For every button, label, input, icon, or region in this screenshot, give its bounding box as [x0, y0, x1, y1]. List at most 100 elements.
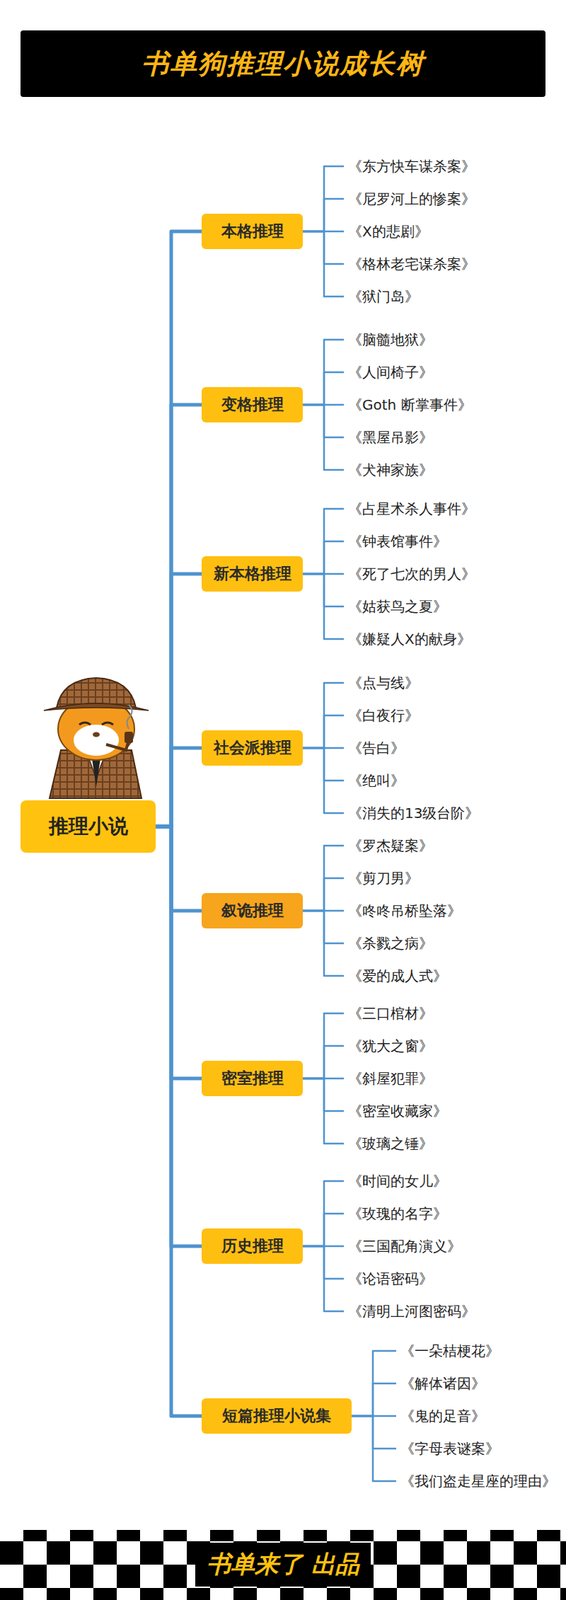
node-text: 新本格推理: [211, 563, 293, 585]
branch-connector: [351, 1415, 397, 1481]
branch-connector: [302, 1078, 344, 1144]
book-title: 《占星术杀人事件》: [343, 498, 479, 521]
node-text: 《咚咚吊桥坠落》: [348, 901, 462, 921]
node-text: 《杀戮之病》: [348, 933, 433, 954]
branch-connector: [302, 682, 344, 748]
book-title: 《尼罗河上的惨案》: [343, 188, 479, 211]
book-title: 《三口棺材》: [343, 1002, 436, 1025]
trunk-connector: [155, 573, 202, 827]
book-title: 《罗杰疑案》: [343, 834, 436, 857]
node-text: 《时间的女儿》: [348, 1171, 448, 1191]
root-box: 推理小说: [20, 800, 156, 853]
node-text: 《犹大之窗》: [348, 1036, 433, 1056]
category-box: 叙诡推理: [201, 892, 303, 929]
node-text: 《鬼的足音》: [400, 1406, 486, 1426]
node-text: 《字母表谜案》: [400, 1439, 500, 1459]
book-title: 《杀戮之病》: [343, 932, 436, 955]
node-text: 《消失的13级台阶》: [348, 803, 479, 823]
book-title: 《人间椅子》: [343, 361, 436, 384]
checkered-band: [0, 1529, 566, 1600]
branch-connector: [302, 747, 344, 813]
node-text: 《东方快车谋杀案》: [348, 157, 476, 177]
node-text: 《嫌疑人X的献身》: [348, 629, 472, 649]
node-text: 《我们盗走星座的理由》: [400, 1471, 557, 1491]
detective-cat: [43, 677, 149, 799]
trunk-connector: [155, 404, 202, 827]
category-box: 本格推理: [201, 213, 303, 250]
book-title: 《钟表馆事件》: [343, 530, 450, 553]
branch-connector: [351, 1350, 397, 1416]
book-title: 《字母表谜案》: [396, 1437, 503, 1460]
node-text: 《论语密码》: [348, 1269, 433, 1289]
branch-connector: [302, 845, 344, 911]
book-title: 《消失的13级台阶》: [343, 802, 482, 825]
node-text: 《犬神家族》: [348, 460, 433, 480]
trunk-connector: [155, 826, 202, 1246]
book-title: 《论语密码》: [343, 1267, 436, 1290]
node-text: 《玫瑰的名字》: [348, 1204, 448, 1224]
node-text: 本格推理: [211, 220, 293, 242]
title-text: 书单狗推理小说成长树: [141, 45, 425, 83]
node-text: 密室推理: [211, 1067, 293, 1089]
book-title: 《狱门岛》: [343, 285, 422, 308]
node-text: 《姑获鸟之夏》: [348, 597, 448, 617]
node-text: 《爱的成人式》: [348, 966, 448, 986]
branch-connector: [302, 1180, 344, 1246]
node-text: 《白夜行》: [348, 706, 419, 726]
branch-connector: [302, 1245, 344, 1311]
trunk-connector: [155, 747, 202, 827]
footer-credit: 书单来了 出品: [195, 1542, 371, 1587]
node-text: 《三国配角演义》: [348, 1236, 462, 1256]
node-text: 《X的悲剧》: [348, 222, 429, 242]
branch-connector: [302, 1213, 344, 1246]
branch-connector: [302, 1013, 344, 1079]
node-text: 《一朵桔梗花》: [400, 1341, 500, 1361]
node-text: 推理小说: [37, 812, 139, 840]
node-text: 《占星术杀人事件》: [348, 499, 476, 519]
branch-connector: [302, 1045, 344, 1079]
branch-connector: [302, 541, 344, 574]
node-text: 《狱门岛》: [348, 287, 419, 307]
book-title: 《黑屋吊影》: [343, 426, 436, 449]
category-box: 短篇推理小说集: [201, 1398, 352, 1434]
book-title: 《我们盗走星座的理由》: [396, 1470, 559, 1493]
node-text: 变格推理: [211, 394, 293, 416]
trunk-connector: [155, 826, 202, 911]
book-title: 《时间的女儿》: [343, 1170, 450, 1193]
branch-connector: [302, 508, 344, 574]
book-title: 《犬神家族》: [343, 459, 436, 482]
book-title: 《咚咚吊桥坠落》: [343, 899, 465, 922]
book-title: 《死了七次的男人》: [343, 563, 479, 586]
book-title: 《剪刀男》: [343, 867, 422, 890]
book-title: 《密室收藏家》: [343, 1100, 450, 1123]
trunk-connector: [155, 231, 202, 827]
node-text: 《三口棺材》: [348, 1003, 433, 1024]
node-text: 社会派推理: [211, 737, 293, 759]
node-text: 《清明上河图密码》: [348, 1301, 476, 1321]
book-title: 《点与线》: [343, 672, 422, 695]
book-title: 《玻璃之锤》: [343, 1132, 436, 1155]
category-box: 密室推理: [201, 1060, 303, 1096]
book-title: 《一朵桔梗花》: [396, 1340, 503, 1362]
footer: 书单来了 出品: [0, 1542, 566, 1587]
branch-connector: [351, 1383, 397, 1416]
branch-connector: [302, 573, 344, 639]
book-title: 《白夜行》: [343, 704, 422, 727]
book-title: 《姑获鸟之夏》: [343, 595, 450, 618]
book-title: 《绝叫》: [343, 769, 408, 792]
book-title: 《爱的成人式》: [343, 965, 450, 987]
node-text: 《绝叫》: [348, 771, 405, 791]
trunk-connector: [155, 826, 202, 1079]
node-text: 《玻璃之锤》: [348, 1134, 433, 1154]
category-box: 历史推理: [201, 1228, 303, 1264]
branch-connector: [351, 1415, 397, 1449]
node-text: 《斜屋犯罪》: [348, 1069, 433, 1089]
node-text: 《Goth 断掌事件》: [348, 395, 472, 415]
node-text: 《罗杰疑案》: [348, 836, 433, 856]
book-title: 《犹大之窗》: [343, 1035, 436, 1058]
trunk-connector: [155, 826, 202, 1416]
book-title: 《格林老宅谋杀案》: [343, 253, 479, 276]
book-title: 《清明上河图密码》: [343, 1300, 479, 1323]
book-title: 《解体诸因》: [396, 1372, 489, 1395]
node-text: 《剪刀男》: [348, 868, 419, 888]
